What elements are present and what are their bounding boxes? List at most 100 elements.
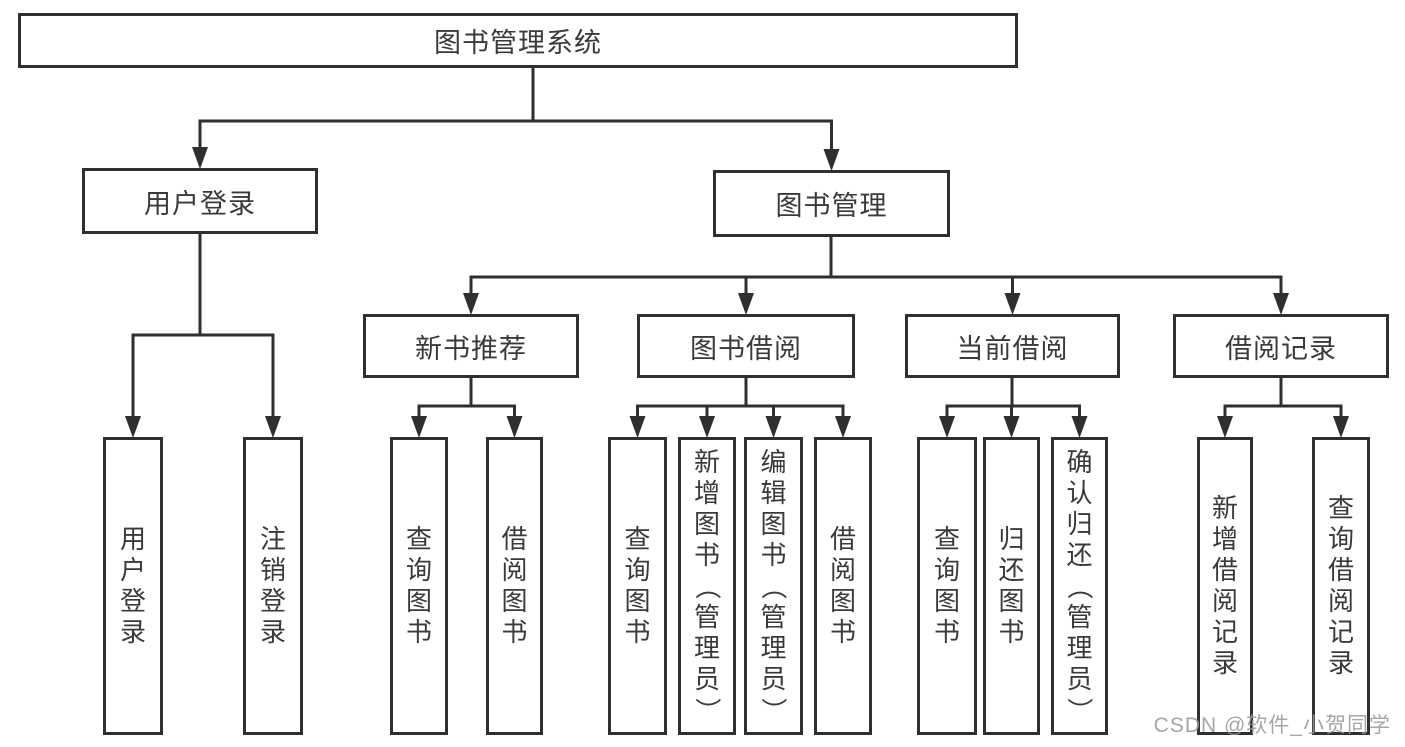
arrowhead-icon (738, 293, 754, 315)
vertical-char: 员 (760, 663, 787, 694)
node-leaf-query-borrow-record: 查询借阅记录 (1312, 437, 1370, 735)
node-label: 新增图书（管理员） (681, 440, 733, 732)
arrowhead-icon (192, 147, 208, 169)
vertical-char: 借 (501, 524, 528, 554)
vertical-char: ） (1064, 696, 1095, 724)
vertical-char: 图 (933, 586, 960, 616)
arrowhead-icon (1333, 416, 1349, 438)
node-label: 归还图书 (986, 440, 1037, 732)
vertical-char: （ (692, 572, 723, 600)
node-label: 当前借阅 (956, 333, 1069, 364)
vertical-char: 阅 (1211, 586, 1238, 616)
vertical-char: 书 (933, 617, 960, 647)
node-book-borrowing: 图书借阅 (637, 314, 855, 378)
vertical-char: 询 (933, 555, 960, 585)
arrowhead-icon (629, 416, 646, 438)
vertical-char: 查 (405, 524, 432, 554)
vertical-char: 录 (259, 617, 286, 647)
vertical-char: 户 (119, 555, 146, 585)
node-leaf-return-books: 归还图书 (983, 437, 1040, 735)
vertical-char: 查 (933, 524, 960, 554)
vertical-char: ） (692, 696, 723, 724)
vertical-char: 书 (624, 617, 651, 647)
vertical-char: 录 (1211, 648, 1238, 678)
arrowhead-icon (1003, 416, 1020, 438)
arrowhead-icon (1004, 293, 1021, 315)
vertical-char: （ (758, 572, 789, 600)
vertical-char: 理 (1066, 632, 1093, 663)
node-label: 查询图书 (393, 440, 445, 732)
node-label: 借阅图书 (817, 440, 869, 732)
node-root: 图书管理系统 (18, 13, 1018, 68)
vertical-char: 用 (119, 524, 146, 554)
vertical-char: 书 (760, 539, 787, 570)
arrowhead-icon (1217, 416, 1233, 438)
vertical-char: 借 (829, 524, 856, 554)
vertical-char: 图 (624, 586, 651, 616)
node-label: 确认归还（管理员） (1054, 440, 1105, 732)
vertical-char: 阅 (501, 555, 528, 585)
arrowhead-icon (823, 149, 840, 171)
node-leaf-query-books-1: 查询图书 (390, 437, 448, 735)
node-borrowing-records: 借阅记录 (1173, 314, 1389, 378)
node-leaf-query-books-3: 查询图书 (917, 437, 977, 735)
vertical-char: 还 (1066, 539, 1093, 570)
arrowhead-icon (265, 416, 281, 438)
vertical-char: 销 (259, 555, 286, 585)
vertical-char: 图 (829, 586, 856, 616)
vertical-char: 书 (829, 617, 856, 647)
vertical-char: 还 (998, 555, 1025, 585)
vertical-char: 登 (119, 586, 146, 616)
node-leaf-logout: 注销登录 (243, 437, 303, 735)
vertical-char: 登 (259, 586, 286, 616)
vertical-char: 阅 (829, 555, 856, 585)
arrowhead-icon (125, 416, 141, 438)
vertical-char: 询 (624, 555, 651, 585)
vertical-char: 认 (1066, 477, 1093, 508)
vertical-char: 注 (259, 524, 286, 554)
arrowhead-icon (506, 416, 523, 438)
vertical-char: （ (1064, 572, 1095, 600)
vertical-char: 查 (624, 524, 651, 554)
node-leaf-borrow-books-1: 借阅图书 (486, 437, 543, 735)
node-leaf-edit-books: 编辑图书（管理员） (744, 437, 803, 735)
node-label: 图书管理 (775, 191, 888, 221)
vertical-char: 归 (1066, 508, 1093, 539)
arrowhead-icon (1273, 293, 1289, 315)
arrowhead-icon (765, 416, 782, 438)
vertical-char: 录 (119, 617, 146, 647)
vertical-char: 录 (1327, 648, 1354, 678)
vertical-char: 借 (1211, 555, 1238, 585)
vertical-char: 图 (501, 586, 528, 616)
vertical-char: 增 (1211, 524, 1238, 554)
vertical-char: 书 (998, 617, 1025, 647)
vertical-char: 辑 (760, 477, 787, 508)
vertical-char: 理 (760, 632, 787, 663)
vertical-char: 书 (693, 539, 720, 570)
vertical-char: 图 (998, 586, 1025, 616)
node-label: 借阅记录 (1225, 333, 1337, 364)
vertical-char: 书 (501, 617, 528, 647)
node-leaf-add-borrow-record: 新增借阅记录 (1197, 437, 1253, 735)
vertical-char: 询 (405, 555, 432, 585)
node-label: 编辑图书（管理员） (747, 440, 800, 732)
node-label: 查询借阅记录 (1315, 440, 1367, 732)
node-current-borrowing: 当前借阅 (905, 314, 1120, 378)
node-label: 用户登录 (106, 440, 160, 732)
vertical-char: 管 (760, 601, 787, 632)
vertical-char: 归 (998, 524, 1025, 554)
vertical-char: 员 (1066, 663, 1093, 694)
node-label: 借阅图书 (489, 440, 540, 732)
vertical-char: 借 (1327, 555, 1354, 585)
vertical-char: 记 (1211, 617, 1238, 647)
node-user-login: 用户登录 (82, 168, 318, 234)
vertical-char: 阅 (1327, 586, 1354, 616)
vertical-char: 图 (760, 508, 787, 539)
arrowhead-icon (699, 416, 715, 438)
node-leaf-confirm-return: 确认归还（管理员） (1051, 437, 1108, 735)
node-leaf-query-books-2: 查询图书 (608, 437, 667, 735)
node-label: 新书推荐 (415, 333, 527, 364)
vertical-char: 管 (693, 601, 720, 632)
node-book-management: 图书管理 (713, 170, 950, 237)
